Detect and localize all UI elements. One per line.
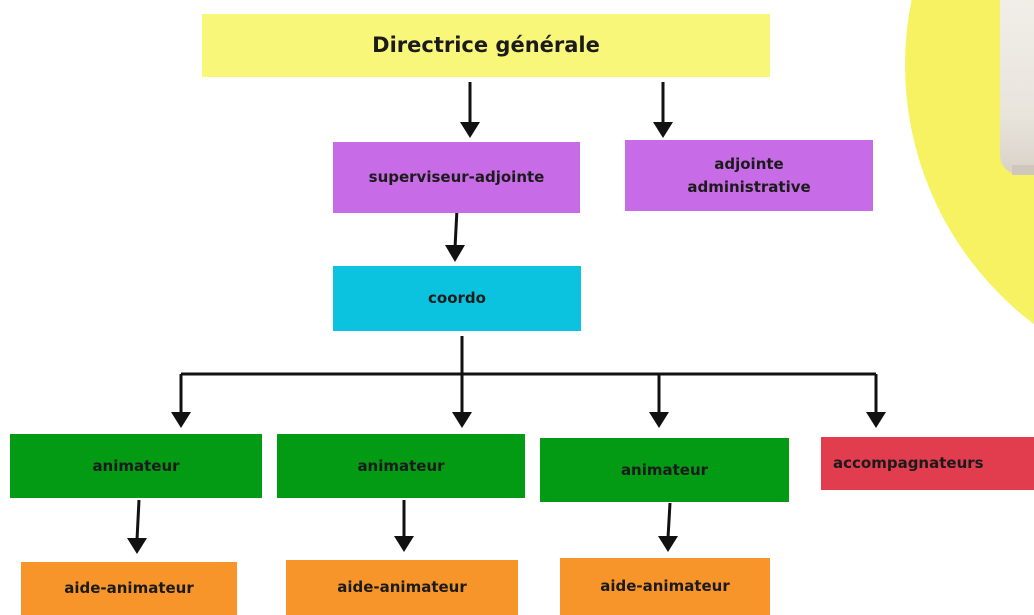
arrowhead bbox=[460, 122, 480, 138]
box-coordo: coordo bbox=[333, 266, 581, 331]
box-superviseur-adjointe: superviseur-adjointe bbox=[333, 142, 580, 213]
box-label: superviseur-adjointe bbox=[368, 168, 545, 187]
box-animateur-2: animateur bbox=[277, 434, 525, 498]
arrowhead bbox=[866, 412, 886, 428]
arrowhead bbox=[394, 536, 414, 552]
box-aide-animateur-2: aide-animateur bbox=[286, 560, 518, 615]
box-label: animateur bbox=[620, 460, 709, 479]
cropped-photo bbox=[1000, 0, 1034, 175]
arrowhead bbox=[658, 536, 678, 552]
connector-animateur-3-to-aide bbox=[666, 502, 672, 539]
box-adjointe-administrative: adjointe administrative bbox=[625, 140, 873, 211]
connector-supervisor-to-coordo bbox=[453, 208, 459, 249]
photo-ledge bbox=[1012, 165, 1034, 175]
box-label: aide-animateur bbox=[600, 577, 730, 596]
box-label: aide-animateur bbox=[337, 578, 467, 597]
connector-animateur-1-to-aide bbox=[135, 499, 141, 541]
box-animateur-1: animateur bbox=[10, 434, 262, 498]
box-label: coordo bbox=[428, 289, 486, 308]
box-directrice-generale: Directrice générale bbox=[202, 14, 770, 77]
arrowhead bbox=[171, 412, 191, 428]
box-label: aide-animateur bbox=[64, 579, 194, 598]
arrowhead bbox=[653, 122, 673, 138]
arrowhead bbox=[452, 412, 472, 428]
arrowhead bbox=[127, 538, 147, 554]
box-animateur-3: animateur bbox=[540, 438, 789, 502]
arrowhead bbox=[445, 245, 465, 262]
box-label: animateur bbox=[357, 456, 445, 475]
box-label: animateur bbox=[92, 456, 180, 475]
box-aide-animateur-1: aide-animateur bbox=[21, 562, 237, 615]
box-accompagnateurs: accompagnateurs bbox=[821, 437, 1034, 490]
box-label: adjointe administrative bbox=[687, 155, 811, 196]
box-label: accompagnateurs bbox=[833, 454, 984, 473]
box-aide-animateur-3: aide-animateur bbox=[560, 558, 770, 615]
box-label: Directrice générale bbox=[372, 32, 600, 57]
arrowhead bbox=[649, 412, 669, 428]
